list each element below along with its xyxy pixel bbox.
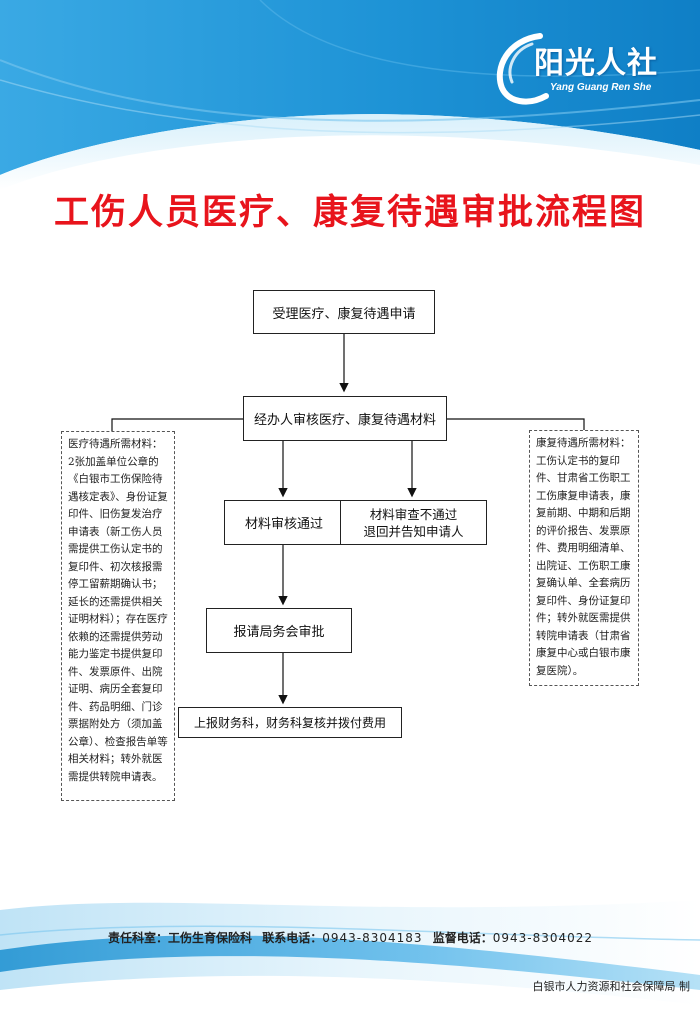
- dept-label: 责任科室：: [108, 931, 169, 945]
- note-rehab-materials: 康复待遇所需材料：工伤认定书的复印件、甘肃省工伤职工工伤康复申请表，康复前期、中…: [529, 430, 639, 686]
- line-review-to-left-note: [111, 418, 243, 431]
- node-approve: 报请局务会审批: [206, 608, 352, 653]
- node-pass: 材料审核通过: [224, 500, 344, 545]
- supervise-label: 监督电话：: [432, 931, 493, 945]
- node-fail-line1: 材料审查不通过: [369, 506, 458, 522]
- logo-text: 阳光人社: [534, 46, 658, 81]
- dept-value: 工伤生育保险科: [168, 931, 253, 945]
- phone-value: 0943-8304183: [322, 931, 423, 945]
- phone-label: 联系电话：: [262, 931, 323, 945]
- header-banner: [0, 0, 700, 190]
- swoosh-icon: [496, 33, 549, 105]
- node-fail: 材料审查不通过 退回并告知申请人: [340, 500, 487, 545]
- node-apply: 受理医疗、康复待遇申请: [253, 290, 435, 334]
- footer-banner: [0, 900, 700, 1021]
- supervise-value: 0943-8304022: [492, 931, 594, 945]
- node-pay: 上报财务科，财务科复核并拨付费用: [178, 707, 402, 738]
- note-medical-materials: 医疗待遇所需材料：2张加盖单位公章的《白银市工伤保险待遇核定表》、身份证复印件、…: [61, 431, 175, 801]
- contact-line: 责任科室：工伤生育保险科 联系电话：0943-8304183 监督电话：0943…: [108, 929, 668, 946]
- brand-logo: 阳光人社 Yang Guang Ren She: [488, 30, 678, 110]
- issuer-text: 白银市人力资源和社会保障局 制: [532, 980, 691, 993]
- node-fail-line2: 退回并告知申请人: [363, 523, 464, 539]
- node-review: 经办人审核医疗、康复待遇材料: [243, 396, 447, 441]
- page-title: 工伤人员医疗、康复待遇审批流程图: [53, 192, 646, 233]
- logo-subtext: Yang Guang Ren She: [550, 82, 652, 93]
- line-review-to-right-note: [447, 418, 585, 430]
